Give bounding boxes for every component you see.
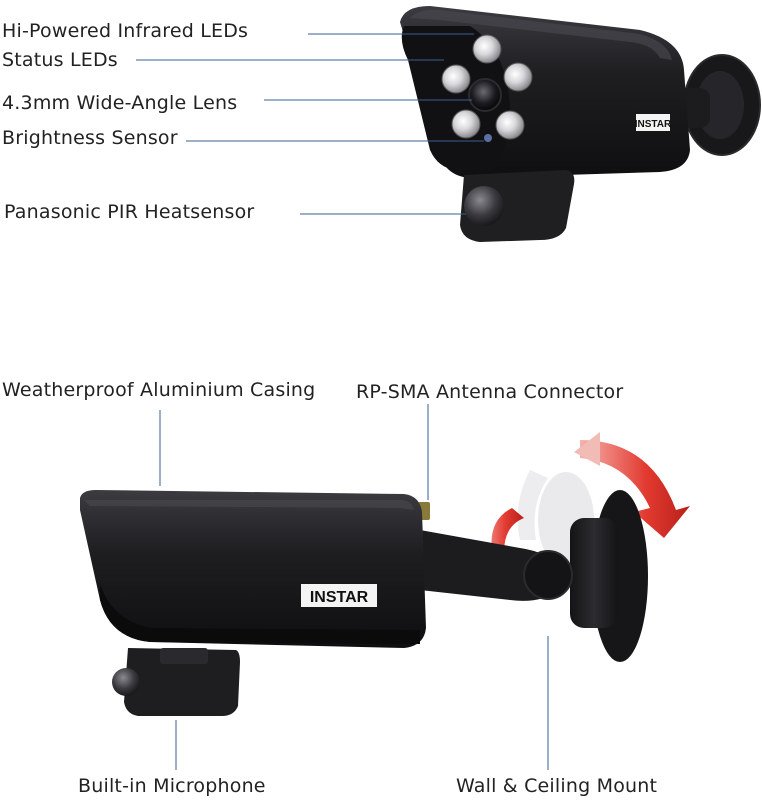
label-mount: Wall & Ceiling Mount (456, 775, 658, 797)
camera-front-view: INSTAR (400, 6, 761, 242)
label-pir-sensor: Panasonic PIR Heatsensor (4, 201, 255, 223)
brand-logo-text: INSTAR (310, 589, 369, 606)
label-lens: 4.3mm Wide-Angle Lens (2, 92, 238, 114)
microphone-icon (112, 668, 140, 696)
infrared-led-icon (503, 62, 533, 92)
infrared-led-icon (441, 64, 471, 94)
brand-logo-text: INSTAR (635, 119, 672, 130)
pir-sensor-icon (464, 186, 504, 226)
brightness-sensor-icon (484, 134, 492, 142)
infrared-led-icon (451, 109, 481, 139)
label-brightness-sensor: Brightness Sensor (2, 127, 178, 149)
mount-base (570, 518, 618, 628)
brand-logo (301, 584, 377, 607)
pir-housing (124, 648, 240, 716)
brand-logo (636, 114, 670, 131)
infrared-led-icon (495, 110, 525, 140)
label-microphone: Built-in Microphone (78, 775, 266, 797)
camera-housing (80, 490, 426, 648)
label-casing: Weatherproof Aluminium Casing (2, 379, 316, 401)
leader-lines (136, 33, 549, 770)
camera-side-view: INSTAR (80, 432, 690, 716)
rotation-arrow-horizontal-icon (580, 440, 690, 538)
label-status-leds: Status LEDs (2, 49, 118, 71)
label-antenna: RP-SMA Antenna Connector (356, 381, 624, 403)
lens-icon (468, 78, 502, 112)
label-infrared-leds: Hi-Powered Infrared LEDs (2, 20, 249, 42)
ball-joint (523, 550, 573, 600)
infrared-led-icon (472, 34, 502, 64)
